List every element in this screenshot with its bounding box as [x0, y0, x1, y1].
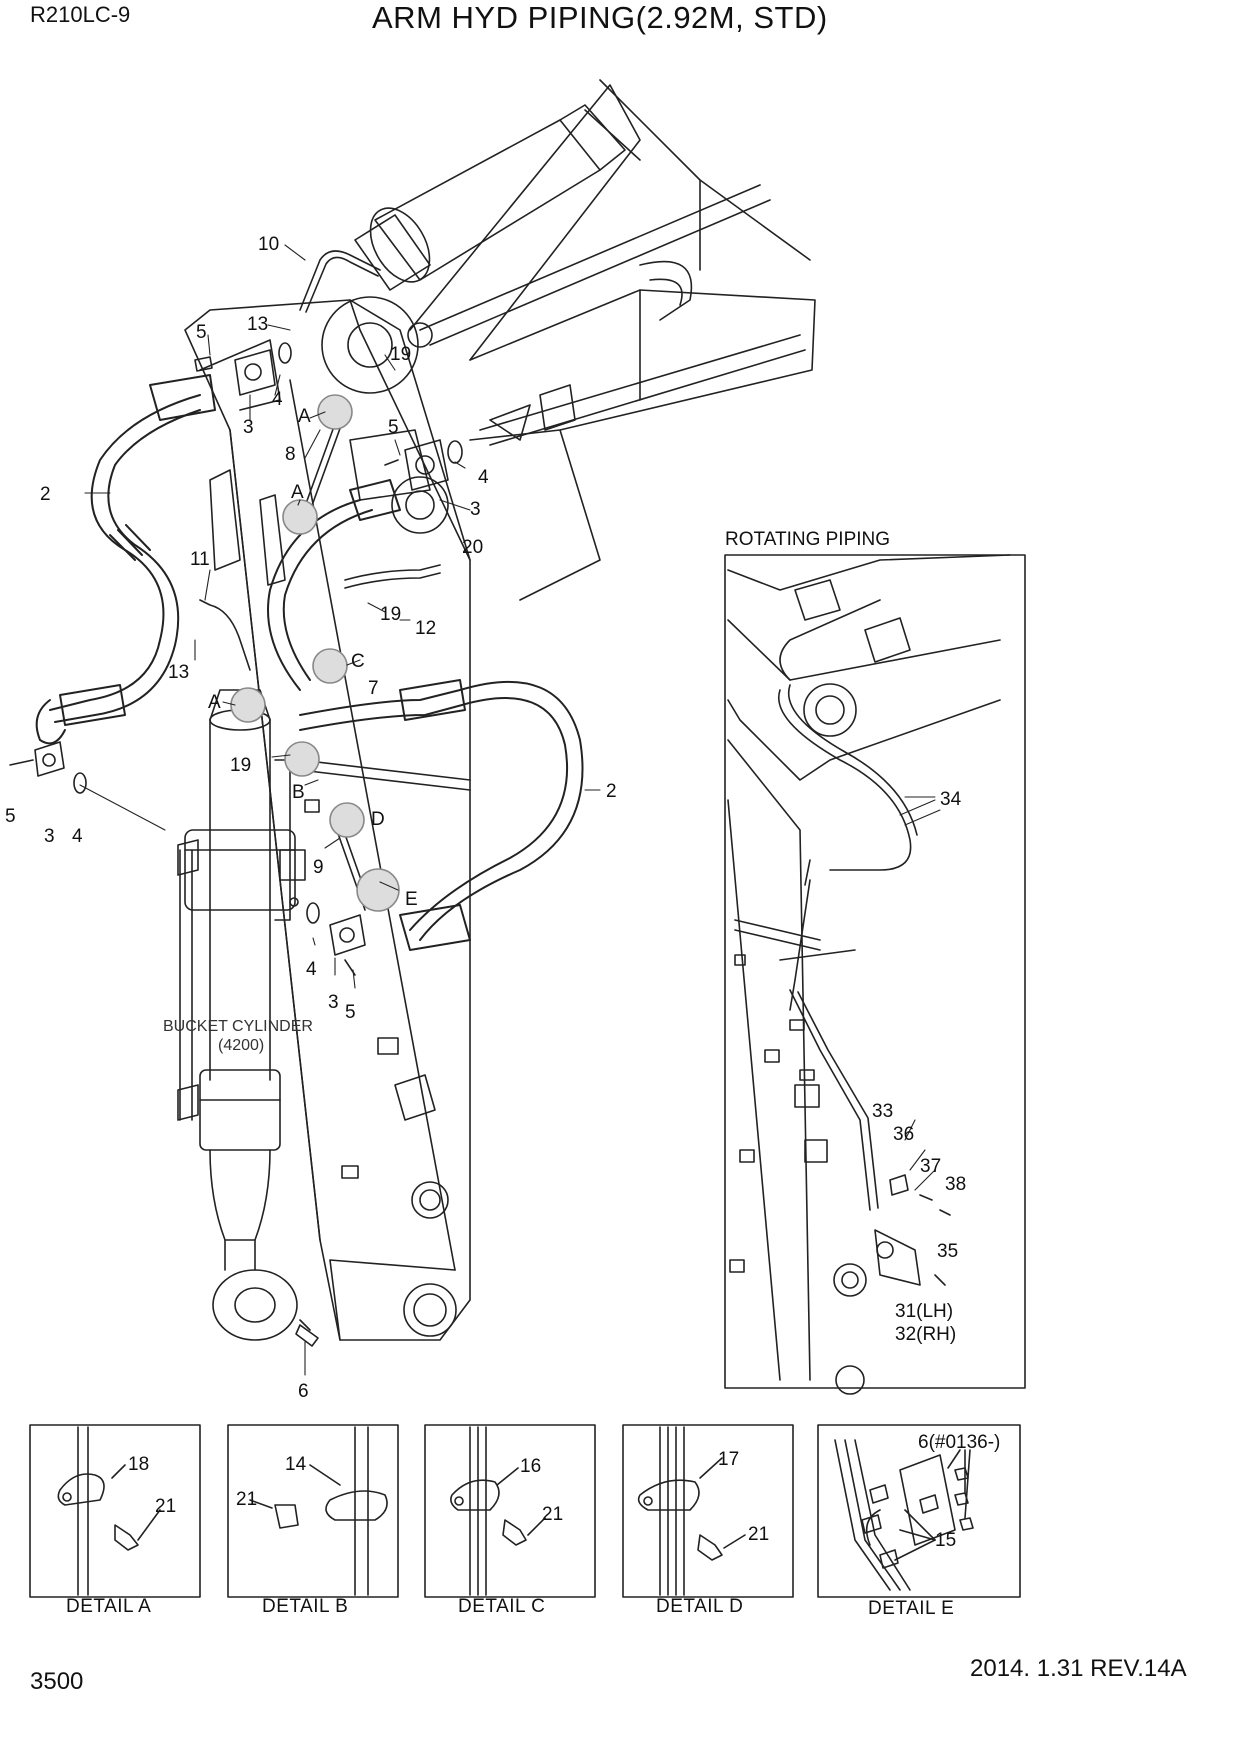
callout-label: 13 [168, 662, 189, 683]
callout-label: 4 [72, 826, 83, 847]
callout-label: 3 [328, 992, 339, 1013]
callout-label: 36 [893, 1124, 914, 1145]
callout-label: 6(#0136-) [918, 1432, 1000, 1453]
callout-label: 21 [542, 1504, 563, 1525]
callout-label: 19 [230, 755, 251, 776]
arm-structure [184, 296, 471, 1341]
callout-label: 17 [718, 1449, 739, 1470]
pipe-12 [344, 564, 441, 589]
boom-structure [354, 79, 816, 601]
callout-label: 21 [155, 1496, 176, 1517]
bucket-cylinder [177, 689, 319, 1347]
callout-label: 2 [606, 781, 617, 802]
detail-a-frame [29, 1424, 201, 1598]
callout-label: E [405, 889, 418, 910]
callout-label: 35 [937, 1241, 958, 1262]
cylinder-code: (4200) [218, 1037, 264, 1054]
callout-label: 5 [388, 417, 399, 438]
callout-label: 5 [345, 1002, 356, 1023]
rotating-piping-title: ROTATING PIPING [725, 529, 890, 550]
leader-lines [79, 244, 601, 1376]
callout-label: 13 [247, 314, 268, 335]
detail-b-frame [227, 1424, 399, 1598]
callout-label: 4 [272, 389, 283, 410]
rotating-callouts: 34 33 36 37 38 35 31(LH) 32(RH) [872, 789, 966, 1345]
callout-label: 31(LH) [895, 1301, 953, 1322]
callout-label: 4 [306, 959, 317, 980]
detail-e-label: DETAIL E [868, 1598, 954, 1619]
callout-label: C [351, 651, 365, 672]
callout-label: 15 [935, 1530, 956, 1551]
hose-2-right [299, 679, 584, 951]
detail-c-label: DETAIL C [458, 1596, 545, 1617]
pipe-11 [199, 599, 251, 671]
callout-label: D [371, 809, 385, 830]
callout-label: 6 [298, 1381, 309, 1402]
detail-a-label: DETAIL A [66, 1596, 151, 1617]
callout-label: 19 [390, 344, 411, 365]
pipe-10 [299, 250, 381, 313]
callout-label: 33 [872, 1101, 893, 1122]
detail-b-drawing [249, 1426, 388, 1596]
callout-label: 3 [470, 499, 481, 520]
detail-d-drawing [637, 1426, 746, 1596]
callout-label: A [298, 406, 311, 427]
rotating-piping-drawing [727, 554, 1011, 1395]
detail-c-drawing [450, 1426, 546, 1596]
callout-label: 38 [945, 1174, 966, 1195]
rotating-piping-frame [724, 554, 1026, 1389]
detail-a-drawing [57, 1426, 161, 1596]
detail-e-frame [817, 1424, 1021, 1598]
flange-clamps [9, 342, 463, 976]
callout-label: 8 [285, 444, 296, 465]
callout-label: 11 [190, 549, 210, 570]
callout-label: 10 [258, 234, 279, 255]
callout-label: 3 [243, 417, 254, 438]
hose-7 [267, 479, 401, 691]
main-callouts: 10 13 5 19 4 3 A 8 5 4 A 2 3 20 11 13 19… [5, 234, 617, 1402]
callout-label: 32(RH) [895, 1324, 956, 1345]
callout-label: 16 [520, 1456, 541, 1477]
page-number: 3500 [30, 1668, 84, 1695]
detail-d-label: DETAIL D [656, 1596, 743, 1617]
detail-markers [230, 394, 400, 912]
callout-label: 5 [5, 806, 16, 827]
detail-d-frame [622, 1424, 794, 1598]
model-number: R210LC-9 [30, 2, 131, 27]
callout-label: 18 [128, 1454, 149, 1475]
callout-label: 19 [380, 604, 401, 625]
callout-label: A [291, 482, 304, 503]
callout-label: A [208, 692, 221, 713]
cylinder-name: BUCKET CYLINDER [163, 1018, 313, 1035]
revision-info: 2014. 1.31 REV.14A [970, 1655, 1187, 1682]
callout-label: 12 [415, 618, 436, 639]
hose-2-left [35, 374, 216, 745]
callout-label: 34 [940, 789, 962, 810]
detail-c-frame [424, 1424, 596, 1598]
detail-e-drawing [834, 1439, 974, 1591]
callout-label: 9 [313, 857, 324, 878]
callout-label: 14 [285, 1454, 307, 1475]
callout-label: 21 [748, 1524, 769, 1545]
callout-label: 37 [920, 1156, 941, 1177]
page-title: ARM HYD PIPING(2.92M, STD) [372, 0, 828, 35]
callout-label: 2 [40, 484, 51, 505]
detail-b-label: DETAIL B [262, 1596, 348, 1617]
callout-label: 21 [236, 1489, 257, 1510]
callout-label: 20 [462, 537, 483, 558]
callout-label: 3 [44, 826, 55, 847]
callout-label: 4 [478, 467, 489, 488]
callout-label: 7 [368, 678, 379, 699]
detail-labels: DETAIL A 18 21 DETAIL B 14 21 DETAIL C 1… [66, 1432, 1000, 1619]
callout-label: 5 [196, 322, 207, 343]
callout-label: B [292, 782, 305, 803]
